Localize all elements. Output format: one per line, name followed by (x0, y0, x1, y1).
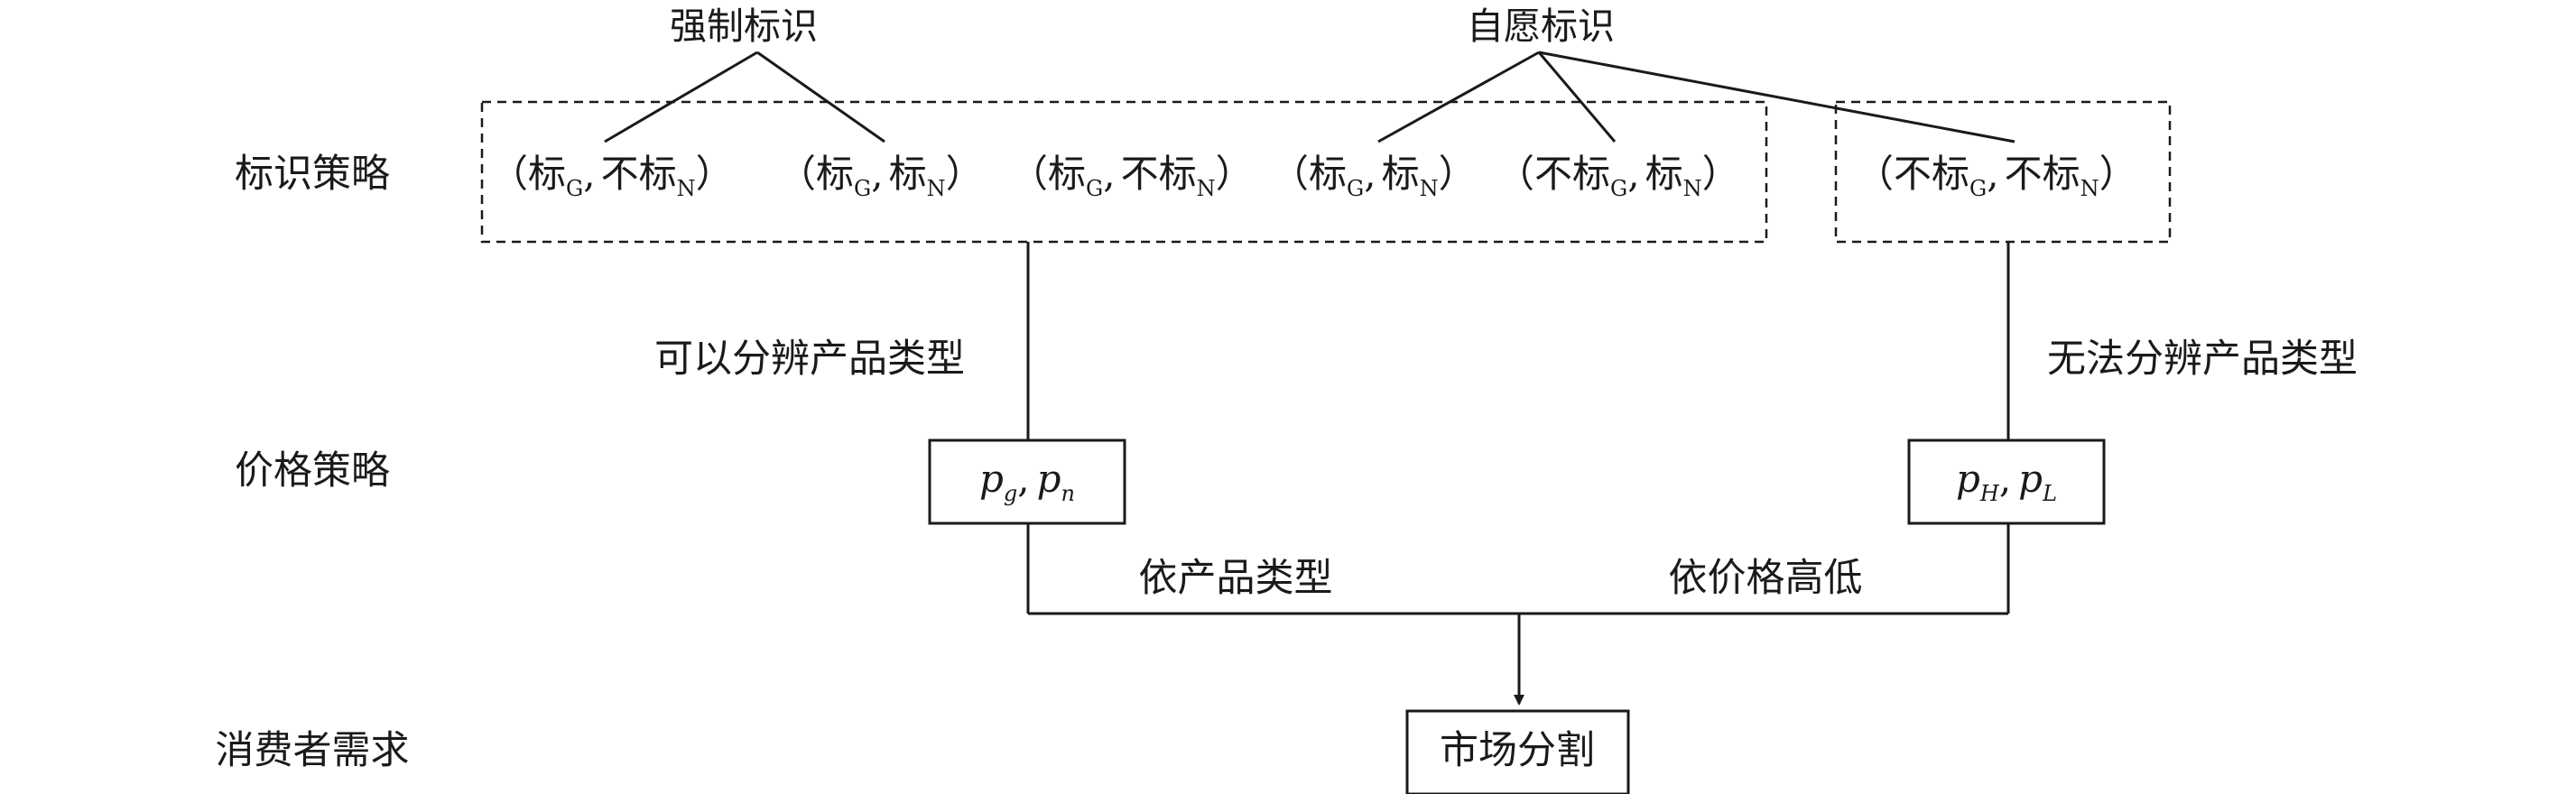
result-box (1405, 709, 1630, 794)
row-label-label-strategy: 标识策略 (235, 152, 390, 197)
mandatory-label: 强制标识 (670, 5, 818, 48)
strategy-group-box-right (1834, 100, 2172, 244)
connector-lines (1026, 242, 2010, 706)
price-box-right (1907, 439, 2106, 525)
price-box-right-text: pH,pL (1956, 457, 2057, 506)
strategy-item: （标G,标N） (778, 152, 984, 201)
price-box-left (928, 439, 1126, 525)
strategy-item: （标G,不标N） (490, 152, 734, 201)
fan-out-lines (604, 51, 2015, 143)
strategy-list: （标G,不标N） （标G,标N） （标G,不标N） （标G,标N） （不标G,标… (490, 152, 2137, 201)
strategy-item: （不标G,标N） (1496, 152, 1740, 201)
strategy-item: （标G,不标N） (1010, 152, 1254, 201)
mandatory-line-left (604, 51, 758, 143)
mandatory-line-right (756, 51, 885, 143)
branch-label-distinguishable: 可以分辨产品类型 (654, 337, 965, 382)
branch-label-indistinguishable: 无法分辨产品类型 (2047, 337, 2358, 382)
price-box-left-text: pg,pn (979, 457, 1075, 506)
strategy-item: （标G,标N） (1271, 152, 1477, 201)
path-label-by-price: 依价格高低 (1669, 556, 1863, 601)
row-label-consumer-demand: 消费者需求 (216, 728, 410, 773)
voluntary-line-3 (1538, 51, 2015, 143)
path-label-by-type: 依产品类型 (1139, 556, 1333, 601)
voluntary-line-2 (1537, 51, 1617, 143)
strategy-item: （不标G,不标N） (1856, 152, 2137, 201)
voluntary-label: 自愿标识 (1467, 5, 1615, 48)
row-label-price-strategy: 价格策略 (235, 448, 390, 494)
strategy-group-box-left (480, 100, 1768, 244)
result-label: 市场分割 (1440, 728, 1595, 773)
voluntary-line-1 (1377, 51, 1540, 143)
